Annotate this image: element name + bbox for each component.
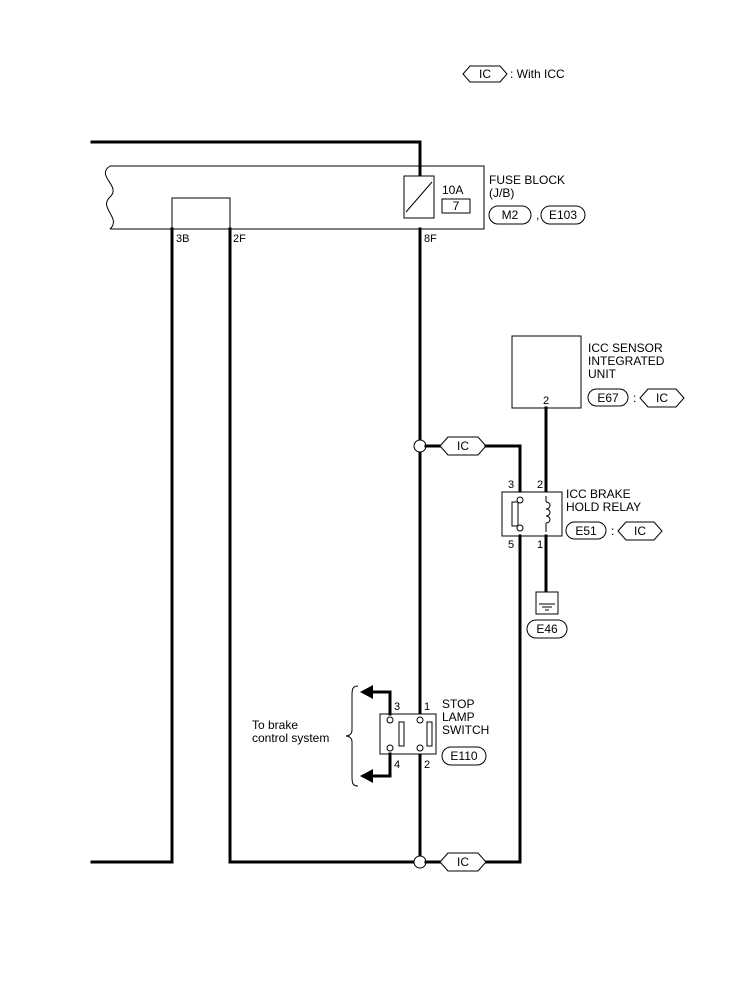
stop-lamp-switch: 3 1 4 2 STOP LAMP SWITCH E110 [379,697,489,771]
fuse-block-break-line [104,165,114,230]
icc-sensor-ic-tag [639,388,685,408]
wire-3b [90,227,174,864]
relay-ic-tag-text: IC [634,524,646,538]
legend-ic-tag [462,65,508,83]
terminal-3b: 3B [176,233,189,245]
connector-e46 [526,619,568,639]
legend: IC : With ICC [462,65,565,83]
fuse-block-internal-link [171,197,231,230]
legend-text: : With ICC [510,67,565,81]
upper-branch-wire-b [484,444,522,494]
switch-3-wire [370,690,392,716]
switch-4-wire [370,752,392,778]
brake-note-2: control system [252,731,329,745]
relay-contact-3 [516,496,524,504]
connector-e103-label: E103 [549,208,577,222]
wire-2f [228,227,422,864]
switch-pin-1: 1 [424,701,430,713]
connector-e103 [540,205,586,225]
terminal-8f: 8F [424,233,437,245]
switch-pin-3: 3 [394,701,400,713]
arrow-to-brake-upper [360,685,373,699]
connector-e67 [587,388,629,407]
connector-separator: , [536,208,539,222]
fuse-block-title: FUSE BLOCK [489,173,565,187]
relay-5-return-wire [484,534,522,864]
upper-ic-tag-text: IC [457,439,469,453]
relay-coil [545,496,551,532]
lower-ic-tag [439,852,487,872]
icc-sensor-label-1: ICC SENSOR [588,341,663,355]
fuse-amp-label: 10A [442,183,463,197]
switch-contact-1 [416,716,424,724]
icc-sensor-unit: 2 ICC SENSOR INTEGRATED UNIT E67 : IC [511,335,685,409]
icc-sensor-label-3: UNIT [588,367,617,381]
relay-pin-2: 2 [537,479,543,491]
relay-label-1: ICC BRAKE [566,487,631,501]
relay-pin-5: 5 [508,539,514,551]
fuse-number-box [441,198,471,214]
relay-pin-1: 1 [537,539,543,551]
icc-brake-hold-relay: 3 2 5 1 ICC BRAKE HOLD RELAY E51 : IC [501,479,663,551]
lower-splice [413,855,427,869]
icc-sensor-colon: : [633,391,636,405]
icc-sensor-ic-tag-text: IC [656,391,668,405]
brake-bracket [345,685,359,787]
relay-pin-3: 3 [508,479,514,491]
fuse-element-symbol [405,181,433,213]
top-supply-wire [90,140,422,178]
ground-e46: E46 [526,591,568,639]
relay-colon: : [611,524,614,538]
fuse-block: 10A 7 FUSE BLOCK (J/B) M2 , E103 3B 2F 8… [104,165,586,245]
switch-pin-2: 2 [424,759,430,771]
connector-e67-label: E67 [597,391,619,405]
stop-lamp-label-2: LAMP [442,710,475,724]
icc-sensor-label-2: INTEGRATED [588,354,665,368]
relay-contact-5 [516,524,524,532]
lower-ic-tag-text: IC [457,855,469,869]
fuse-block-outline [110,165,485,230]
connector-e110 [441,746,487,766]
fuse-block-subtitle: (J/B) [489,186,514,200]
relay-ic-tag [617,521,663,541]
switch-contact-4 [386,744,394,752]
icc-sensor-pin-2: 2 [543,395,549,407]
connector-e51-label: E51 [575,524,597,538]
arrow-to-brake-lower [360,769,373,783]
connector-e51 [565,521,607,540]
connector-m2 [488,205,532,225]
switch-contact-2 [416,744,424,752]
brake-note-1: To brake [252,718,298,732]
switch-contact-3 [386,716,394,724]
relay-label-2: HOLD RELAY [566,500,641,514]
upper-splice [413,439,427,453]
fuse-number: 7 [453,199,460,213]
relay-box [501,491,563,537]
connector-e46-label: E46 [536,622,558,636]
stop-lamp-label-3: SWITCH [442,723,489,737]
relay-contact-bar [511,501,519,527]
ground-box [535,591,559,615]
switch-bar-left [398,721,405,747]
switch-bar-right [426,721,433,747]
connector-m2-label: M2 [502,208,519,222]
terminal-2f: 2F [233,233,246,245]
stop-lamp-label-1: STOP [442,697,474,711]
switch-pin-4: 4 [394,759,400,771]
legend-ic-tag-text: IC [479,67,491,81]
connector-e110-label: E110 [450,749,477,763]
icc-sensor-box [511,335,582,409]
